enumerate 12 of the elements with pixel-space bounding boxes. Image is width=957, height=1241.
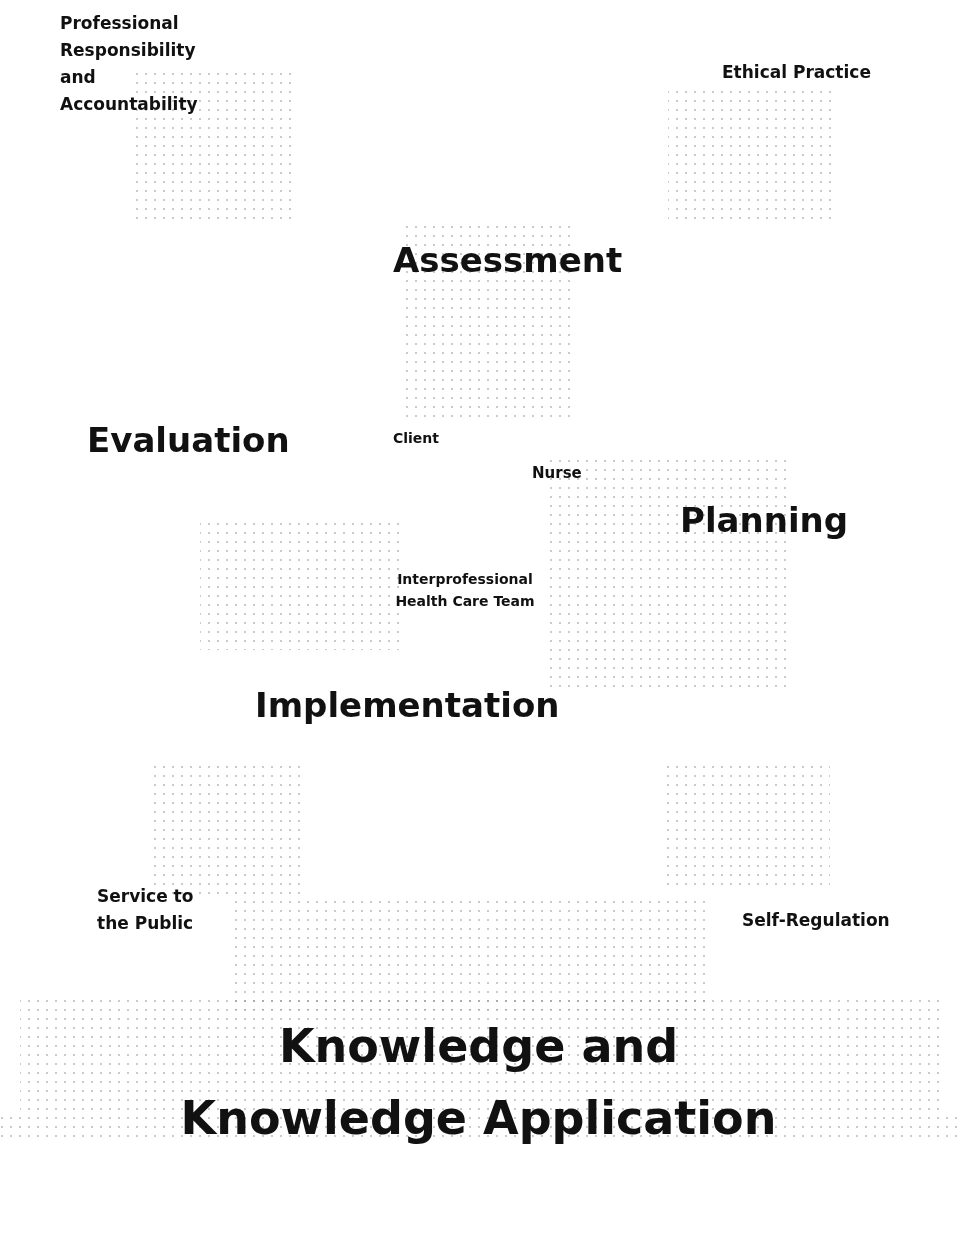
role-label: Nurse bbox=[532, 464, 582, 482]
role-label: Client bbox=[393, 430, 440, 446]
process-step-label: Implementation bbox=[255, 685, 560, 725]
role-label: Interprofessional Health Care Team bbox=[394, 570, 536, 611]
process-step-label: Assessment bbox=[393, 240, 623, 280]
process-step-label: Evaluation bbox=[87, 420, 290, 460]
process-step-label: Planning bbox=[680, 500, 849, 540]
domain-label: Service to the Public bbox=[97, 885, 195, 935]
foundation-label: Knowledge and Knowledge Application bbox=[180, 1018, 777, 1147]
domain-label: Professional Responsibility and Accountability bbox=[60, 12, 199, 116]
domain-label: Self-Regulation bbox=[742, 910, 890, 930]
domain-label: Ethical Practice bbox=[722, 62, 871, 82]
